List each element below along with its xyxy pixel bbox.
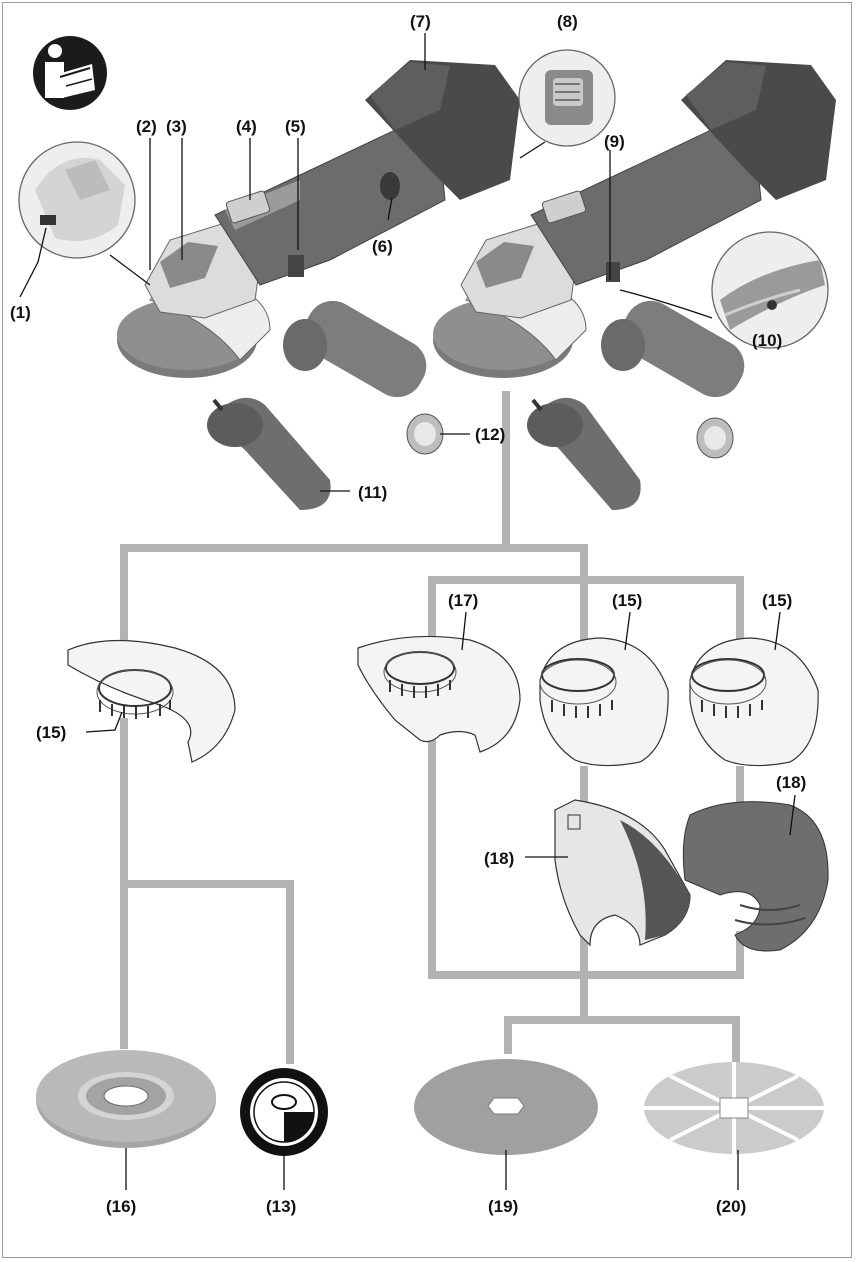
- detail-inset-switch: [619, 231, 829, 349]
- label-16: (16): [106, 1197, 136, 1216]
- diamond-disc-20: [644, 1062, 824, 1154]
- label-3: (3): [166, 117, 187, 136]
- label-7: (7): [410, 12, 431, 31]
- label-18b: (18): [776, 773, 806, 792]
- guard-17: [357, 635, 521, 753]
- callout-labels: (1) (2) (3) (4) (5) (6) (7) (8) (9) (10)…: [10, 12, 806, 1216]
- handle-11-right: [527, 397, 641, 510]
- handle-11-left: [207, 397, 331, 510]
- read-manual-icon: [33, 36, 107, 110]
- guard-15-left: [67, 639, 236, 763]
- label-2: (2): [136, 117, 157, 136]
- guard-15-right: [689, 637, 819, 767]
- disc-16: [36, 1050, 216, 1148]
- guard-15-middle: [539, 637, 669, 767]
- label-9: (9): [604, 132, 625, 151]
- cutting-disc-19: [414, 1059, 598, 1155]
- label-17: (17): [448, 591, 478, 610]
- angle-grinder-right: [433, 60, 836, 378]
- handle-12-left: [283, 300, 444, 455]
- label-6: (6): [372, 237, 393, 256]
- label-5: (5): [285, 117, 306, 136]
- angle-grinder-left: [117, 60, 520, 378]
- label-4: (4): [236, 117, 257, 136]
- leader-lines: [19, 33, 796, 1190]
- label-18a: (18): [484, 849, 514, 868]
- label-15c: (15): [762, 591, 792, 610]
- label-20: (20): [716, 1197, 746, 1216]
- label-1: (1): [10, 303, 31, 322]
- guard-18-dark: [682, 801, 829, 952]
- wire-brush-13: [240, 1068, 328, 1156]
- label-11: (11): [358, 483, 387, 502]
- guard-18-light: [554, 799, 691, 947]
- label-13: (13): [266, 1197, 296, 1216]
- label-15b: (15): [612, 591, 642, 610]
- label-10: (10): [752, 331, 782, 350]
- connector-lines: [120, 391, 744, 1066]
- label-15a: (15): [36, 723, 66, 742]
- label-8: (8): [557, 12, 578, 31]
- label-12: (12): [475, 425, 505, 444]
- handle-12-right: [601, 300, 745, 459]
- detail-inset-lock-button: [18, 141, 151, 286]
- detail-inset-battery-button: [518, 49, 616, 159]
- label-19: (19): [488, 1197, 518, 1216]
